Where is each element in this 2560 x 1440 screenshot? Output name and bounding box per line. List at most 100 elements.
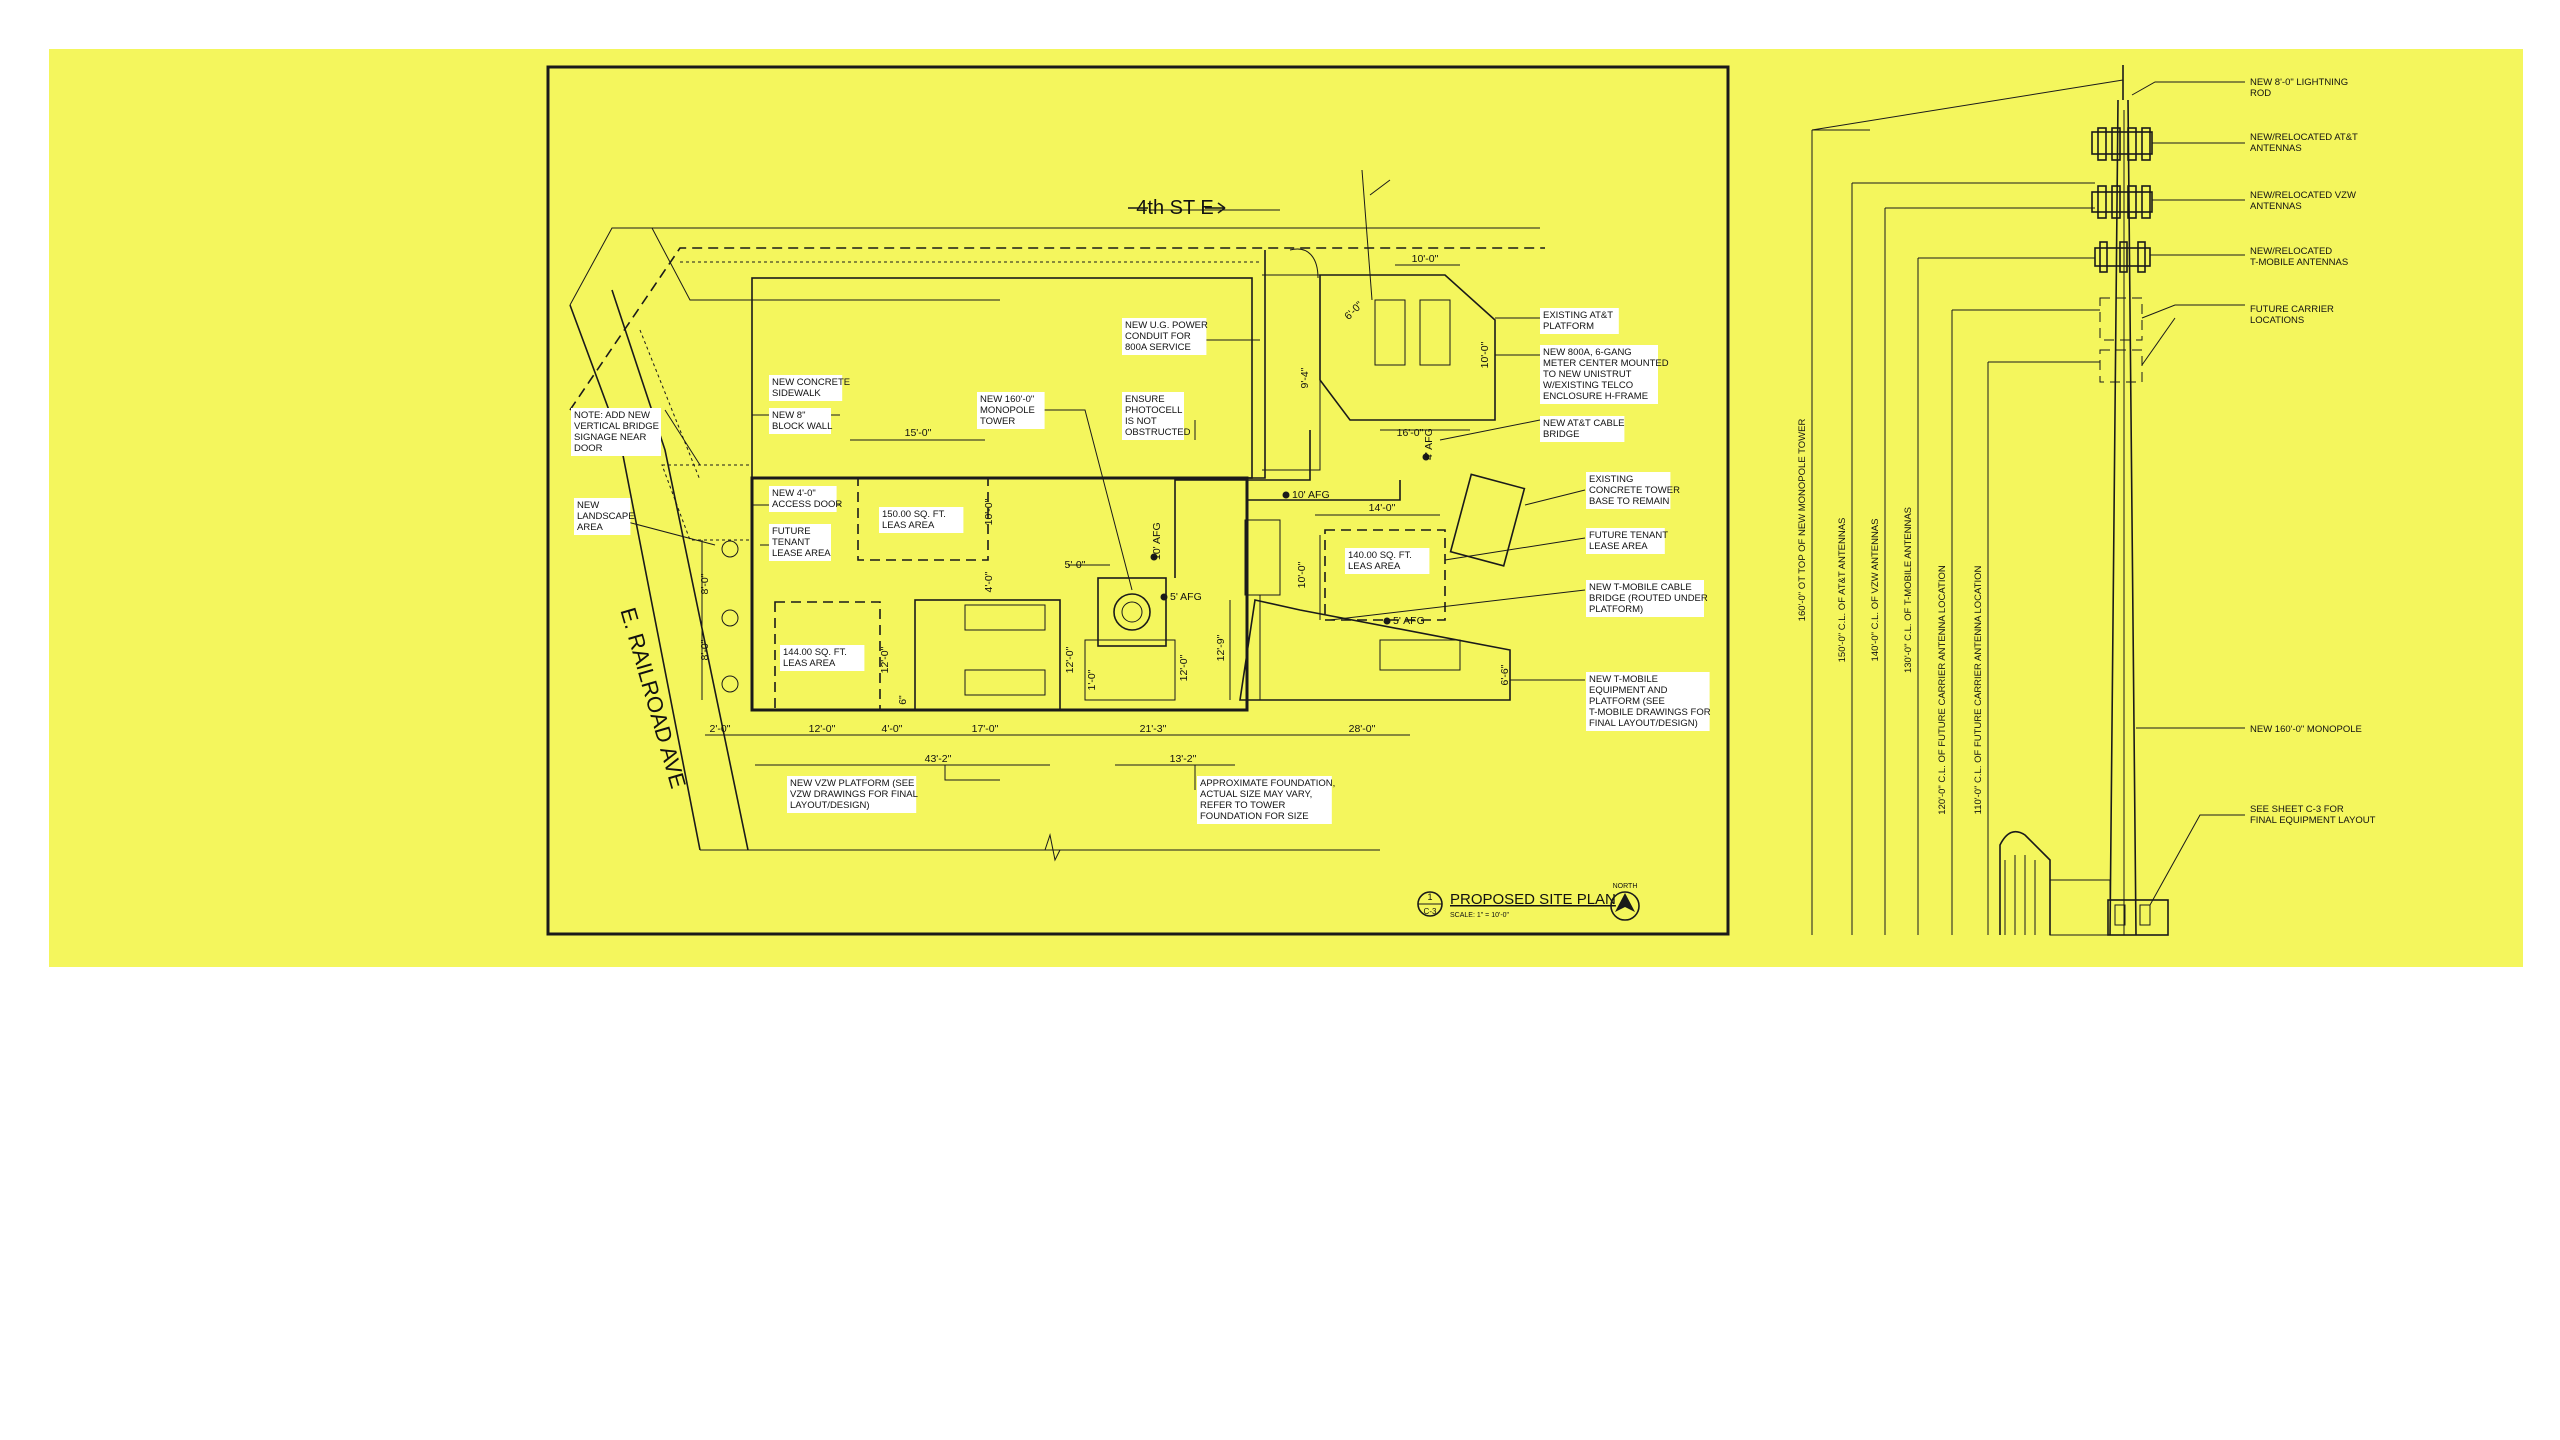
afg-marker bbox=[1160, 593, 1168, 601]
afg-label: 5' AFG bbox=[1393, 615, 1425, 627]
new-sidewalk-label-line: SIDEWALK bbox=[772, 388, 821, 399]
dimension-label: 17'-0" bbox=[972, 723, 999, 735]
dimension-label: 12'-9" bbox=[1215, 634, 1227, 661]
vzw-platform-label-line: NEW VZW PLATFORM (SEE bbox=[790, 778, 914, 789]
landscape-area-label-line: AREA bbox=[577, 522, 604, 533]
access-door-label-line: ACCESS DOOR bbox=[772, 499, 842, 510]
dimension-labels: 15'-0"10'-0"4'-0"5'-0"12'-0"12'-0"12'-0"… bbox=[699, 253, 1511, 765]
lease-area-label: 144.00 SQ. FT.LEAS AREA bbox=[780, 645, 865, 671]
tmobile-cable-bridge-label-line: BRIDGE (ROUTED UNDER bbox=[1589, 593, 1708, 604]
dimension-label: 9'-4" bbox=[1299, 367, 1311, 388]
see-sheet-label-line: SEE SHEET C-3 FOR bbox=[2250, 804, 2344, 815]
meter-center-label-line: TO NEW UNISTRUT bbox=[1543, 369, 1632, 380]
meter-center-label-line: METER CENTER MOUNTED bbox=[1543, 358, 1669, 369]
dimension-label: 43'-2" bbox=[925, 753, 952, 765]
north-label: NORTH bbox=[1613, 883, 1638, 890]
street-name-top: 4th ST E bbox=[1136, 197, 1213, 219]
yellow-background bbox=[49, 49, 2523, 967]
lightning-rod-label-line: ROD bbox=[2250, 88, 2271, 99]
lease-area-140 bbox=[1324, 529, 1446, 621]
tmobile-cable-bridge-label-line: NEW T-MOBILE CABLE bbox=[1589, 582, 1692, 593]
height-label: 120'-0" C.L. OF FUTURE CARRIER ANTENNA L… bbox=[1937, 565, 1948, 815]
vzw-platform bbox=[914, 599, 1061, 711]
blank-page-area bbox=[0, 967, 2560, 1440]
power-conduit-label-line: CONDUIT FOR bbox=[1125, 331, 1191, 342]
lease-area-label: 150.00 SQ. FT.LEAS AREA bbox=[879, 507, 964, 533]
plan-callout-number: 1 bbox=[1427, 892, 1432, 902]
tower-base-label-line: EXISTING bbox=[1589, 474, 1633, 485]
dimension-label: 6" bbox=[897, 695, 909, 705]
tmobile-antennas-label-line: NEW/RELOCATED bbox=[2250, 246, 2332, 257]
monopole-tower-plan bbox=[1084, 577, 1176, 701]
future-tenant-label-line: LEASE AREA bbox=[772, 548, 831, 559]
foundation-label-line: APPROXIMATE FOUNDATION, bbox=[1200, 778, 1335, 789]
att-platform bbox=[1262, 248, 1496, 471]
afg-marker bbox=[1282, 491, 1290, 499]
tmobile-platform-label-line: EQUIPMENT AND bbox=[1589, 685, 1668, 696]
see-sheet-label-line: FINAL EQUIPMENT LAYOUT bbox=[2250, 815, 2376, 826]
note-signage-label-line: NOTE: ADD NEW bbox=[574, 410, 650, 421]
existing-tower-base bbox=[1449, 473, 1526, 567]
note-signage-label-line: VERTICAL BRIDGE bbox=[574, 421, 659, 432]
north-arrow-icon bbox=[1610, 891, 1640, 921]
access-door-label: NEW 4'-0"ACCESS DOOR bbox=[769, 486, 842, 512]
dimension-label: 15'-0" bbox=[905, 427, 932, 439]
dimension-label: 12'-0" bbox=[809, 723, 836, 735]
dimension-label: 28'-0" bbox=[1349, 723, 1376, 735]
meter-center-label-line: W/EXISTING TELCO bbox=[1543, 380, 1633, 391]
dimension-label: 10'-0" bbox=[1479, 341, 1491, 368]
afg-label: 10' AFG bbox=[1292, 489, 1330, 501]
photocell-label-line: ENSURE bbox=[1125, 394, 1165, 405]
att-antennas-label-line: ANTENNAS bbox=[2250, 143, 2302, 154]
lease-area-label-line: 150.00 SQ. FT. bbox=[882, 509, 946, 520]
plan-callout-sheet: C-3 bbox=[1424, 907, 1437, 916]
att-antennas-label-line: NEW/RELOCATED AT&T bbox=[2250, 132, 2358, 143]
lease-area-label-line: LEAS AREA bbox=[882, 520, 935, 531]
note-signage-label-line: DOOR bbox=[574, 443, 603, 454]
dimension-label: 12'-0" bbox=[1178, 654, 1190, 681]
afg-marker bbox=[1422, 453, 1430, 461]
lease-area-label-line: 140.00 SQ. FT. bbox=[1348, 550, 1412, 561]
block-wall-label: NEW 8"BLOCK WALL bbox=[769, 408, 832, 434]
tmobile-platform-label-line: PLATFORM (SEE bbox=[1589, 696, 1665, 707]
meter-center-label-line: ENCLOSURE H-FRAME bbox=[1543, 391, 1648, 402]
dimension-label: 6'-6" bbox=[1499, 664, 1511, 685]
monopole-label-line: NEW 160'-0" MONOPOLE bbox=[2250, 724, 2362, 735]
tmobile-platform-label-line: NEW T-MOBILE bbox=[1589, 674, 1658, 685]
dimension-label: 8'-0" bbox=[699, 573, 711, 594]
future-tenant-lease-label-line: FUTURE TENANT bbox=[1589, 530, 1668, 541]
future-tenant-lease-label-line: LEASE AREA bbox=[1589, 541, 1648, 552]
dimension-label: 10'-0" bbox=[1412, 253, 1439, 265]
block-wall-label-line: NEW 8" bbox=[772, 410, 805, 421]
landscape-area-label-line: LANDSCAPE bbox=[577, 511, 635, 522]
afg-marker bbox=[1383, 617, 1391, 625]
power-conduit-label-line: 800A SERVICE bbox=[1125, 342, 1191, 353]
monopole-tower-label-line: TOWER bbox=[980, 416, 1015, 427]
dimension-label: 4'-0" bbox=[983, 571, 995, 592]
dimension-label: 13'-2" bbox=[1170, 753, 1197, 765]
dimension-label: 12'-0" bbox=[1064, 646, 1076, 673]
foundation-label-line: REFER TO TOWER bbox=[1200, 800, 1285, 811]
tmobile-platform-label-line: FINAL LAYOUT/DESIGN) bbox=[1589, 718, 1698, 729]
foundation-label: APPROXIMATE FOUNDATION,ACTUAL SIZE MAY V… bbox=[1197, 776, 1335, 824]
monopole-tower-label-line: NEW 160'-0" bbox=[980, 394, 1034, 405]
lease-area-label-line: 144.00 SQ. FT. bbox=[783, 647, 847, 658]
future-tenant-label-line: TENANT bbox=[772, 537, 810, 548]
height-label: 110'-0" C.L. OF FUTURE CARRIER ANTENNA L… bbox=[1973, 566, 1984, 815]
tmobile-platform bbox=[1239, 519, 1511, 701]
